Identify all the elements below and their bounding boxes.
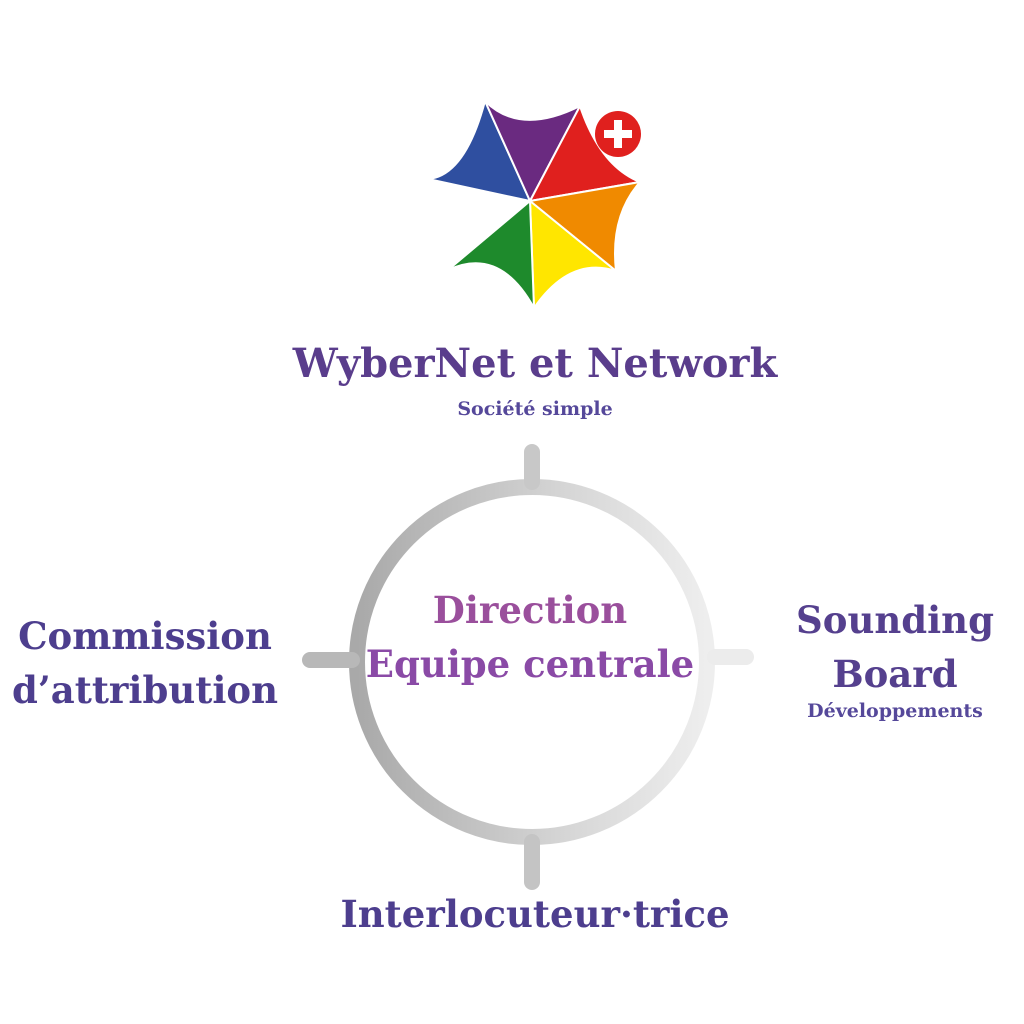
- star-petals: [427, 98, 644, 312]
- swiss-cross-icon: [595, 111, 641, 157]
- header-subtitle: Société simple: [457, 398, 613, 420]
- bottom-label: Interlocuteur·trice: [340, 892, 730, 936]
- left-line-1: Commission: [18, 614, 272, 658]
- central-ring: [302, 444, 754, 890]
- header-title: WyberNet et Network: [292, 340, 778, 387]
- right-line-1: Sounding: [796, 598, 994, 642]
- center-line-1: Direction: [432, 588, 628, 632]
- center-line-2: Equipe centrale: [365, 642, 695, 686]
- left-line-2: d’attribution: [12, 668, 278, 712]
- right-line-2: Board: [832, 652, 958, 696]
- right-subtitle: Développements: [807, 700, 983, 722]
- wybernet-logo: [427, 98, 644, 312]
